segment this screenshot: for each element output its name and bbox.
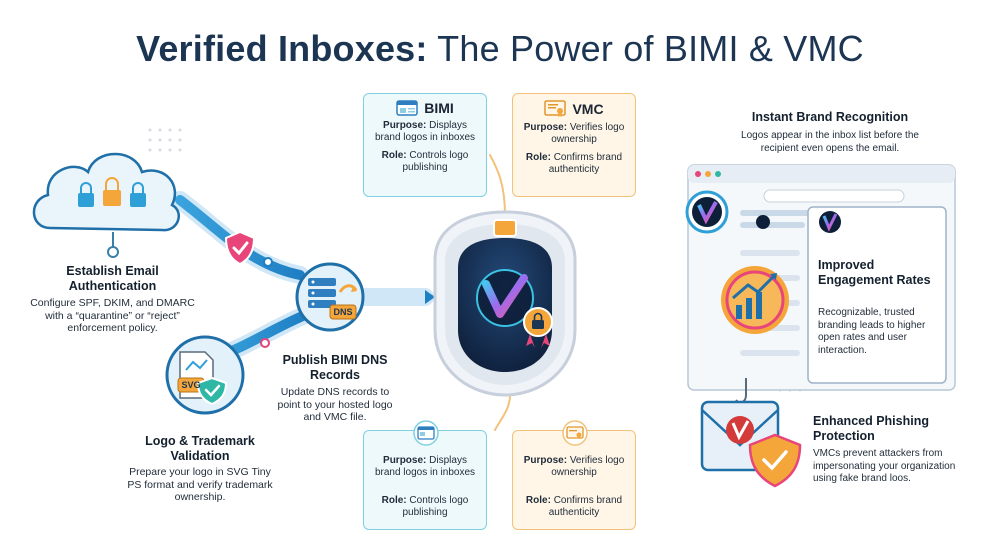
title-bold: Verified Inboxes: — [136, 28, 428, 69]
bimi-bottom-role: Role: Controls logo publishing — [381, 495, 469, 518]
bimi-bottom-purpose: Purpose: Displays brand logos in inboxes — [374, 455, 476, 478]
cloud-lock-icon — [32, 152, 181, 232]
recognition-desc: Logos appear in the inbox list before th… — [741, 130, 919, 154]
engagement-desc: Recognizable, trusted branding leads to … — [818, 307, 926, 356]
path-node — [107, 246, 119, 258]
inbox-browser-mockup — [685, 164, 956, 391]
bimi-card-header: BIMI — [372, 100, 478, 116]
dns-step-title: Publish BIMI DNS Records — [282, 353, 388, 382]
bimi-card-title: BIMI — [424, 100, 454, 116]
bimi-card-top: BIMI Purpose: Displays brand logos in in… — [363, 93, 487, 197]
engagement-title: Improved Engagement Rates — [818, 258, 931, 287]
browser-window-icon — [413, 420, 439, 446]
vmc-role: Role: Confirms brand authenticity — [525, 152, 623, 175]
dns-icon-label: DNS — [333, 307, 353, 317]
bimi-role: Role: Controls logo publishing — [381, 150, 469, 173]
logo-step-desc: Prepare your logo in SVG Tiny PS format … — [127, 466, 273, 503]
svg-icon-label: SVG — [181, 380, 201, 390]
certificate-icon — [544, 100, 567, 117]
bimi-card-bottom: Purpose: Displays brand logos in inboxes… — [363, 420, 487, 530]
browser-window-icon — [396, 100, 418, 116]
page-title: Verified Inboxes: The Power of BIMI & VM… — [0, 28, 1000, 70]
title-rest: The Power of BIMI & VMC — [437, 28, 864, 69]
phishing-envelope-icon — [700, 378, 802, 488]
phishing-desc: VMCs prevent attackers from impersonatin… — [813, 448, 956, 484]
central-shield-icon — [433, 210, 577, 397]
dns-step-desc: Update DNS records to point to your host… — [277, 386, 393, 423]
auth-step-desc: Configure SPF, DKIM, and DMARC with a “q… — [30, 297, 195, 334]
vmc-bottom-purpose: Purpose: Verifies logo ownership — [523, 455, 625, 478]
path-node — [263, 257, 273, 267]
certificate-icon — [562, 420, 588, 446]
vmc-bottom-role: Role: Confirms brand authenticity — [525, 495, 623, 518]
vmc-card-bottom: Purpose: Verifies logo ownership Role: C… — [512, 420, 636, 530]
vmc-card-title: VMC — [572, 101, 604, 117]
recognition-title: Instant Brand Recognition — [751, 110, 909, 124]
logo-step-title: Logo & Trademark Validation — [145, 434, 255, 463]
vmc-card-top: VMC Purpose: Verifies logo ownership Rol… — [512, 93, 636, 197]
vmc-card-header: VMC — [521, 100, 627, 118]
phishing-title: Enhanced Phishing Protection — [813, 414, 929, 443]
bimi-purpose: Purpose: Displays brand logos in inboxes — [374, 120, 476, 143]
dns-server-icon — [295, 262, 365, 332]
auth-step-title: Establish Email Authentication — [66, 264, 159, 293]
shield-check-icon — [224, 230, 256, 266]
path-node — [260, 338, 270, 348]
svg-file-icon — [165, 335, 245, 415]
vmc-purpose: Purpose: Verifies logo ownership — [523, 122, 625, 145]
